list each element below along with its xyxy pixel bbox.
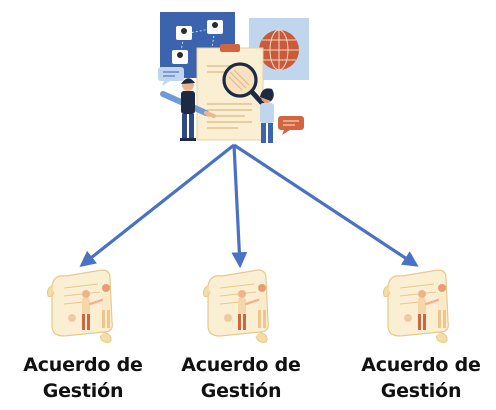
node-label-acuerdo-3: Acuerdo de Gestión bbox=[346, 352, 496, 404]
document-review-icon bbox=[158, 12, 309, 143]
node-label-line-1: Acuerdo de bbox=[361, 354, 481, 376]
agreement-handshake-icon bbox=[202, 268, 270, 344]
node-label-line-1: Acuerdo de bbox=[181, 354, 301, 376]
node-label-acuerdo-1: Acuerdo de Gestión bbox=[8, 352, 158, 404]
edge-arrow-3 bbox=[233, 143, 419, 267]
node-label-line-2: Gestión bbox=[200, 380, 282, 402]
edge-arrow-1 bbox=[79, 143, 235, 267]
node-label-line-2: Gestión bbox=[380, 380, 462, 402]
agreement-handshake-icon bbox=[46, 268, 114, 344]
node-label-acuerdo-2: Acuerdo de Gestión bbox=[166, 352, 316, 404]
edge-arrow-2 bbox=[231, 144, 248, 269]
agreement-handshake-icon bbox=[382, 268, 450, 344]
node-label-line-1: Acuerdo de bbox=[23, 354, 143, 376]
node-label-line-2: Gestión bbox=[42, 380, 124, 402]
